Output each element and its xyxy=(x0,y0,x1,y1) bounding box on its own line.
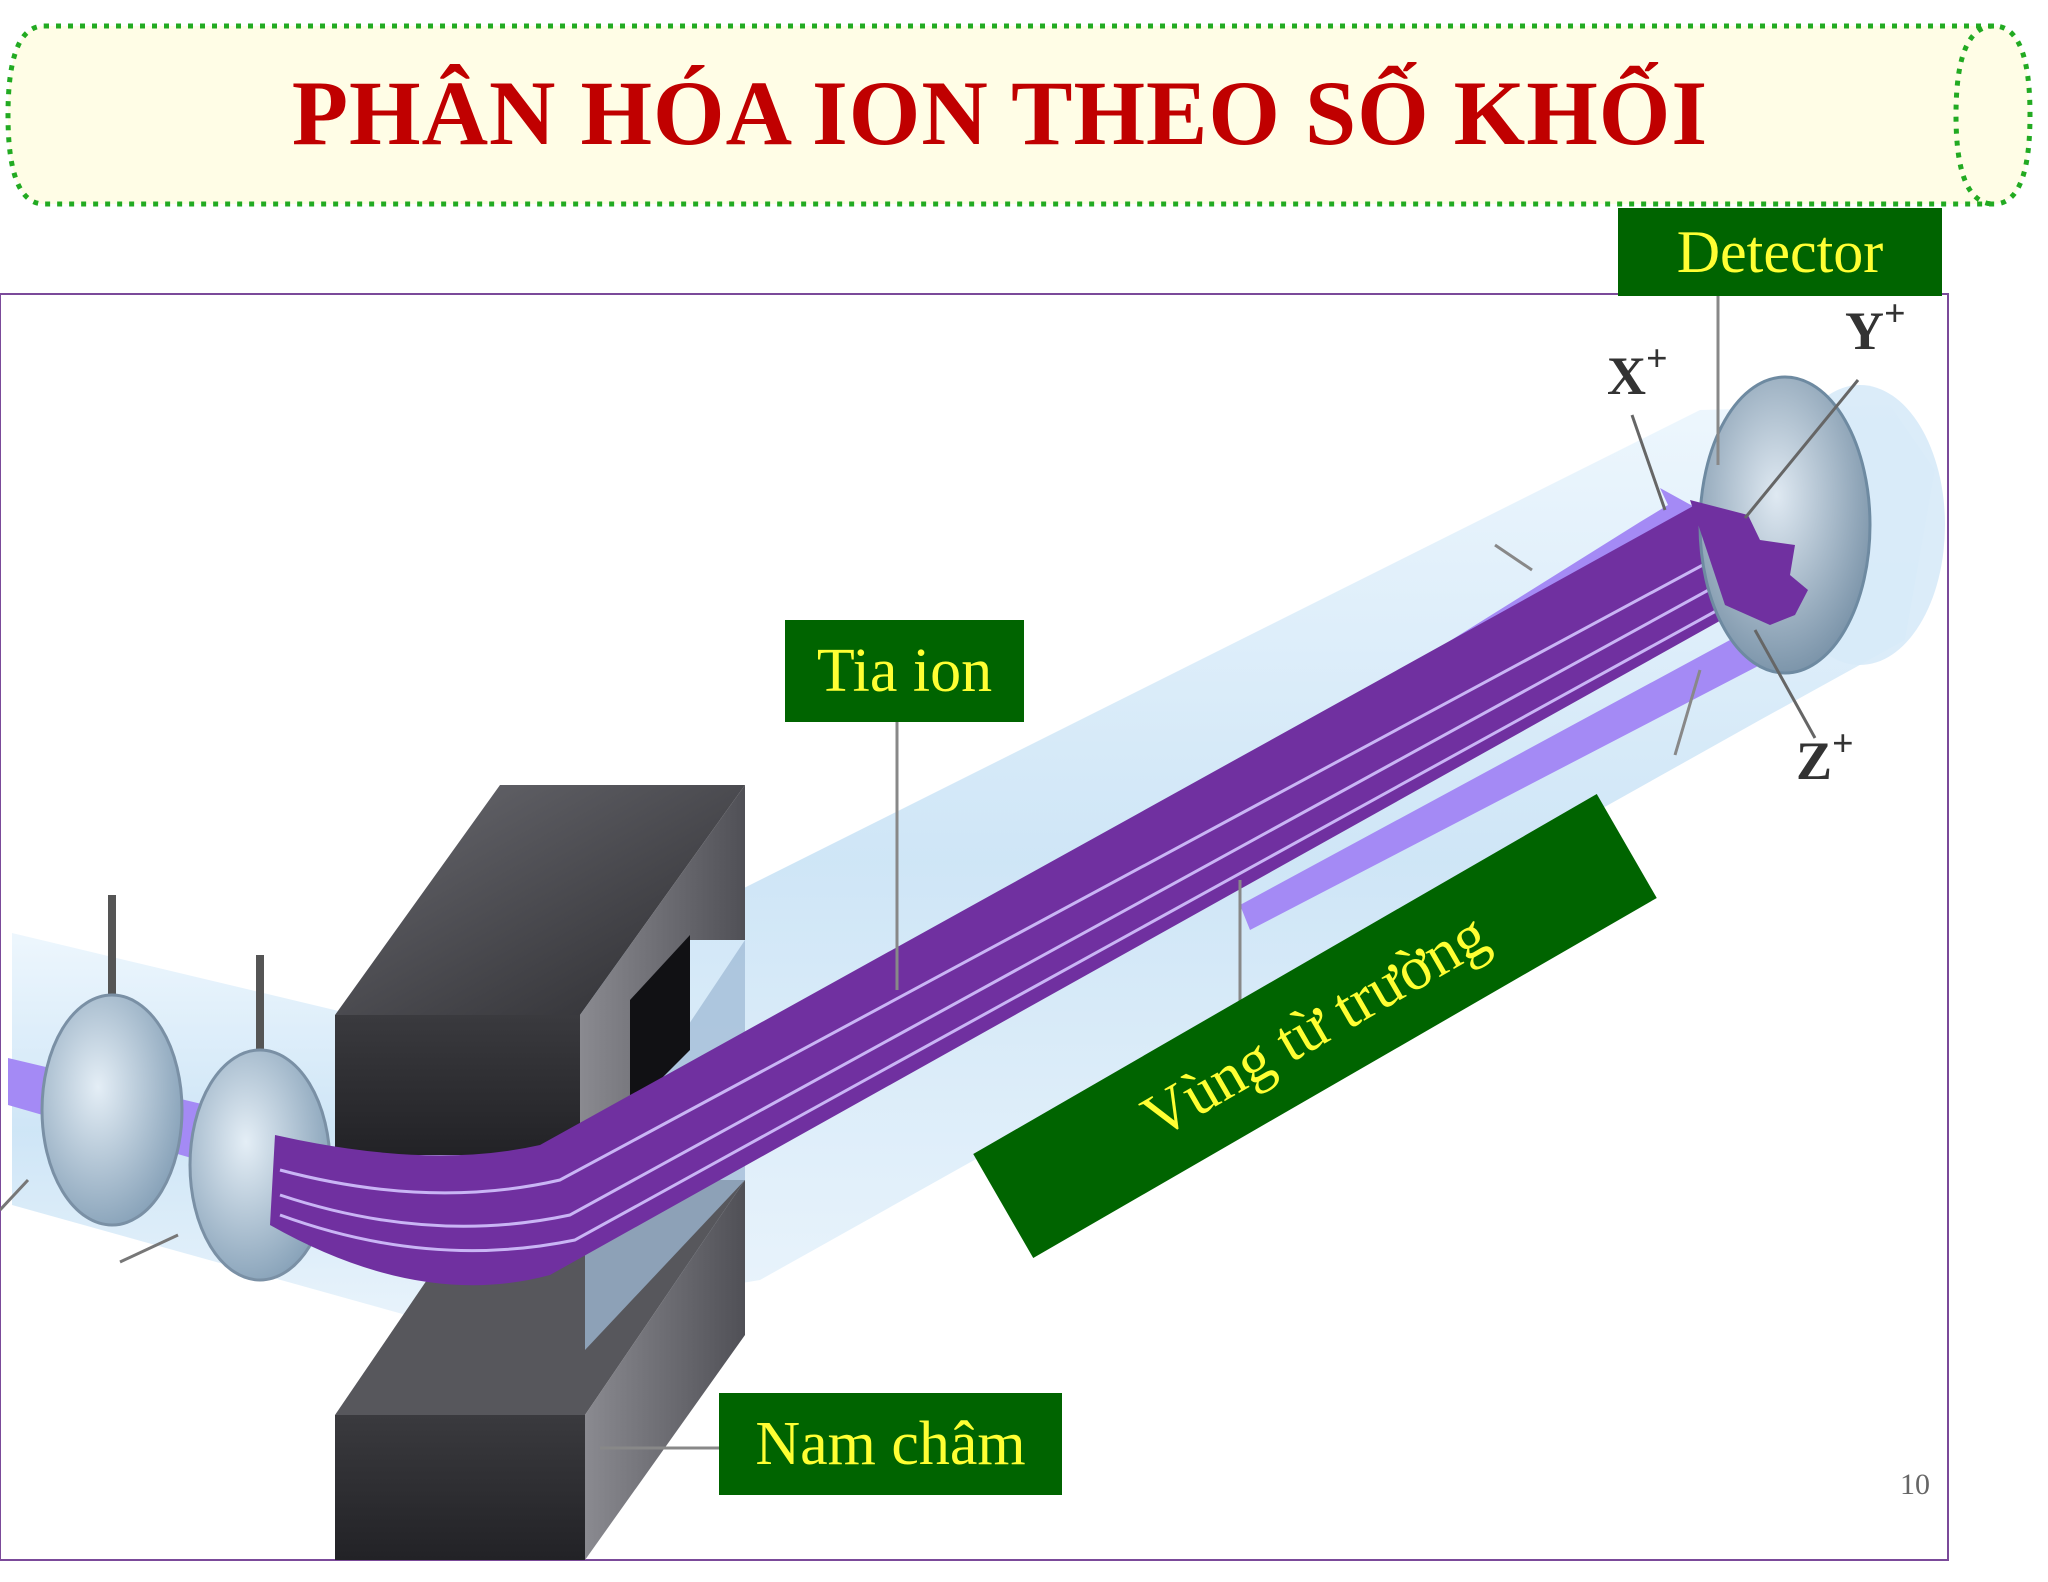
ion-x-label: X+ xyxy=(1607,338,1668,407)
ion-beam-arrowhead xyxy=(1690,500,1808,625)
magnet-upper-face xyxy=(335,1015,580,1155)
ion-beam-label: Tia ion xyxy=(785,620,1024,722)
tube-leader-upper xyxy=(1494,543,1533,572)
page-number: 10 xyxy=(1900,1468,1930,1501)
ion-beam-strand-2 xyxy=(279,568,1746,1228)
ion-beam-strand-3 xyxy=(279,593,1746,1253)
magnet-upper-top xyxy=(335,785,745,1015)
ion-x-leader xyxy=(1630,414,1667,511)
ion-z-leader xyxy=(1753,629,1817,739)
field-region-box xyxy=(973,794,1657,1258)
title-banner-shape xyxy=(5,23,2033,207)
detector-label: Detector xyxy=(1618,208,1942,296)
magnet-lower-face xyxy=(335,1415,585,1560)
ion-beam-z-light xyxy=(1240,585,1805,930)
plate-leader-2 xyxy=(119,1233,179,1264)
ion-z-label: Z+ xyxy=(1796,723,1854,792)
ion-x-charge: + xyxy=(1646,338,1668,380)
page-title: PHÂN HÓA ION THEO SỐ KHỐI xyxy=(291,62,1709,164)
ion-x-letter: X xyxy=(1607,346,1646,406)
magnet-lower-side xyxy=(585,1180,745,1560)
plate-leader-1 xyxy=(0,1178,30,1212)
ion-beam-main xyxy=(270,505,1785,1286)
ion-beam-strand-1 xyxy=(279,543,1741,1195)
magnet-inner-dark xyxy=(630,935,690,1110)
ion-y-charge: + xyxy=(1884,293,1906,335)
ion-z-charge: + xyxy=(1832,723,1854,765)
ion-y-leader xyxy=(1743,379,1860,519)
magnet-label: Nam châm xyxy=(719,1393,1062,1495)
ion-z-letter: Z xyxy=(1796,731,1833,791)
ion-y-label: Y+ xyxy=(1845,293,1906,362)
ion-y-letter: Y xyxy=(1845,301,1884,361)
title-banner xyxy=(5,23,2033,207)
tube-leader-lower xyxy=(1673,669,1702,756)
accelerator-plate-1 xyxy=(40,993,184,1227)
